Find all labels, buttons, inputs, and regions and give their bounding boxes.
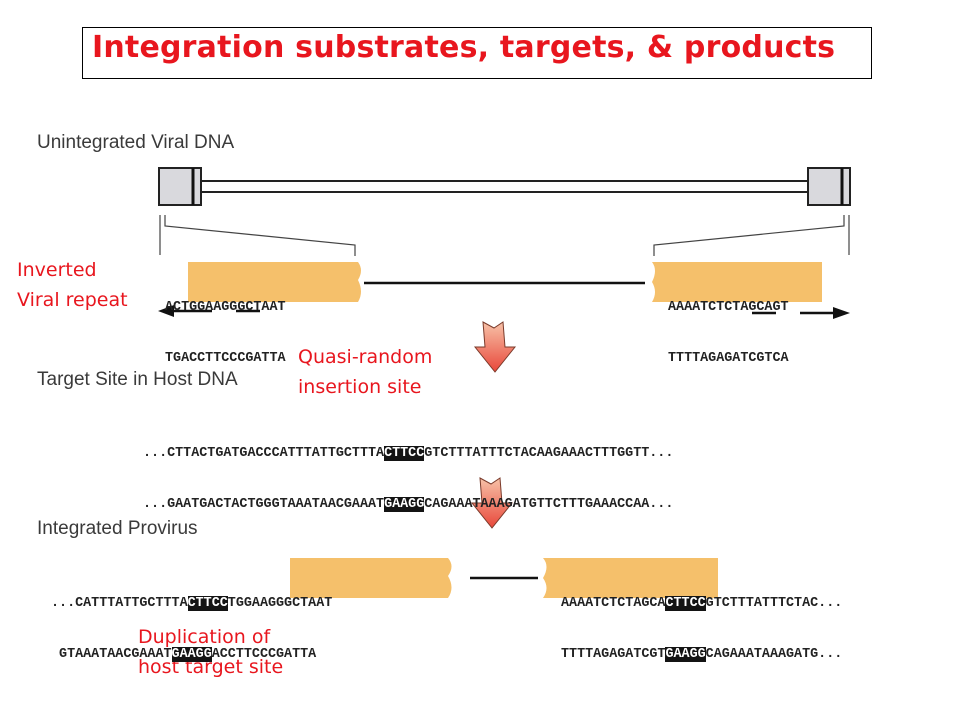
- seq-host: ...CATTTATTGCTTTA: [51, 596, 188, 611]
- insertion-site-note: Quasi-random insertion site: [298, 342, 432, 402]
- left-zoom-lines: [159, 215, 356, 256]
- down-arrow-icon: [473, 321, 517, 373]
- seq-viral: AAAATCTCTAGCA: [561, 596, 666, 611]
- left-viral-end-highlight: [188, 262, 361, 302]
- seq-top-strand: AAAATCTCTAGCACTTCCGTCTTTATTTCTAC...: [561, 595, 842, 612]
- right-ltr-box: [807, 167, 851, 206]
- left-viral-end-sequence: ACTGGAAGGGCTAAT TGACCTTCCCGATTA: [165, 265, 286, 384]
- seq-top-strand: ACTGGAAGGGCTAAT: [165, 299, 286, 316]
- seq-top-strand: AAAATCTCTAGCAGT: [668, 299, 789, 316]
- right-viral-end-sequence: AAAATCTCTAGCAGT TTTTAGAGATCGTCA: [668, 265, 789, 384]
- insertion-site-line1: Quasi-random: [298, 346, 433, 368]
- seq-viral: ACCTTCCCGATTA: [181, 351, 286, 366]
- seq-bottom-strand: TGACCTTCCCGATTA: [165, 350, 286, 367]
- seq-target-site: CTTCC: [384, 446, 425, 461]
- seq-bottom-strand: TTTTAGAGATCGTGAAGGCAGAAATAAAGATG...: [561, 646, 842, 663]
- provirus-left-sequence: ...CATTTATTGCTTTACTTCCTGGAAGGGCTAAT GTAA…: [51, 561, 332, 680]
- duplication-line1: Duplication of: [138, 626, 271, 648]
- seq-top-strand: ...CATTTATTGCTTTACTTCCTGGAAGGGCTAAT: [51, 595, 332, 612]
- left-ltr-box: [158, 167, 202, 206]
- seq-top-strand: ...CTTACTGATGACCCATTTATTGCTTTACTTCCGTCTT…: [143, 445, 673, 462]
- provirus-label: Integrated Provirus: [37, 518, 198, 539]
- seq-flank: TG: [165, 351, 182, 366]
- seq-host: CAGAAATAAAGATG...: [705, 647, 843, 662]
- seq-duplicated-site: CTTCC: [665, 596, 706, 611]
- seq-viral: TGGAAGGGCTAAT: [181, 300, 286, 315]
- provirus-right-viral-highlight: [543, 558, 718, 598]
- left-inverted-repeat-arrow: [158, 305, 260, 317]
- seq-viral: TTTTAGAGATCGT: [668, 351, 773, 366]
- seq-bottom-strand: ...GAATGACTACTGGGTAAATAACGAAATGAAGGCAGAA…: [143, 496, 673, 513]
- slide-title: Integration substrates, targets, & produ…: [92, 30, 836, 65]
- seq-bottom-strand: GTAAATAACGAAATGAAGGACCTTCCCGATTA: [51, 646, 332, 663]
- seq-bottom-strand: TTTTAGAGATCGTCA: [668, 350, 789, 367]
- right-zoom-lines: [653, 215, 850, 256]
- provirus-right-sequence: AAAATCTCTAGCACTTCCGTCTTTATTTCTAC... TTTT…: [561, 561, 842, 680]
- seq-flank: AC: [165, 300, 182, 315]
- viral-dna-backbone: [200, 180, 810, 193]
- inverted-repeat-line2: Viral repeat: [17, 289, 128, 311]
- provirus-left-viral-highlight: [290, 558, 452, 598]
- insertion-site-line2: insertion site: [298, 376, 422, 398]
- right-inverted-repeat-arrow: [752, 307, 850, 319]
- title-box: [82, 27, 872, 79]
- right-viral-end-highlight: [652, 262, 822, 302]
- seq-viral: TTTTAGAGATCGT: [561, 647, 666, 662]
- inverted-repeat-note: Inverted Viral repeat: [17, 255, 128, 315]
- seq-host: CAGAAATAAAGATGTTCTTTGAAACCAA...: [424, 497, 674, 512]
- target-site-sequence: ...CTTACTGATGACCCATTTATTGCTTTACTTCCGTCTT…: [143, 411, 673, 530]
- seq-host: ...CTTACTGATGACCCATTTATTGCTTTA: [143, 446, 385, 461]
- seq-host: GTCTTTATTTCTACAAGAAACTTTGGTT...: [424, 446, 674, 461]
- seq-duplicated-site: GAAGG: [665, 647, 706, 662]
- seq-viral: TGGAAGGGCTAAT: [227, 596, 333, 611]
- seq-viral: AAAATCTCTAGCA: [668, 300, 773, 315]
- unintegrated-label: Unintegrated Viral DNA: [37, 132, 235, 153]
- seq-host: ...GAATGACTACTGGGTAAATAACGAAAT: [143, 497, 385, 512]
- seq-target-site: GAAGG: [384, 497, 425, 512]
- inverted-repeat-line1: Inverted: [17, 259, 97, 281]
- seq-flank: GT: [772, 300, 789, 315]
- target-site-label: Target Site in Host DNA: [37, 369, 238, 390]
- down-arrow-icon: [470, 477, 514, 529]
- seq-host: GTCTTTATTTCTAC...: [705, 596, 843, 611]
- seq-duplicated-site: CTTCC: [187, 596, 228, 611]
- seq-host: GTAAATAACGAAAT: [51, 647, 172, 662]
- seq-flank: CA: [772, 351, 789, 366]
- seq-duplicated-site: GAAGG: [171, 647, 212, 662]
- seq-viral: ACCTTCCCGATTA: [211, 647, 317, 662]
